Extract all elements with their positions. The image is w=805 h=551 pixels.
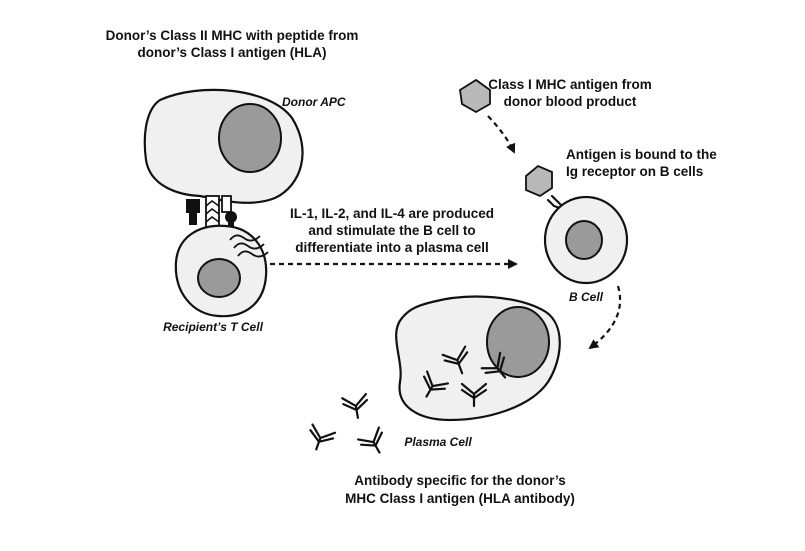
class1-antigen-label-line2: donor blood product	[504, 94, 637, 109]
b-cell	[543, 195, 629, 285]
donor-apc-label: Donor APC	[282, 95, 346, 109]
top-title-line2: donor’s Class I antigen (HLA)	[137, 45, 326, 60]
t-cell-nucleus	[197, 258, 241, 298]
arrow-bcell-to-plasma	[588, 285, 622, 350]
b-cell-label: B Cell	[569, 290, 604, 304]
plasma-cell-label: Plasma Cell	[404, 435, 472, 449]
costim-molecule-left	[186, 199, 200, 213]
mhc-tcr-complex	[186, 195, 237, 234]
cytokine-text-line1: IL-1, IL-2, and IL-4 are produced	[290, 206, 494, 221]
donor-apc-cell	[143, 88, 304, 204]
plasma-nucleus	[486, 306, 550, 378]
apc-nucleus	[218, 103, 282, 173]
antibody-label-line2: MHC Class I antigen (HLA antibody)	[345, 491, 575, 506]
top-title-line1: Donor’s Class II MHC with peptide from	[106, 28, 359, 43]
antigen-bound-label-line1: Antigen is bound to the	[566, 147, 717, 162]
class1-antigen-hexagon	[459, 78, 491, 114]
costim-molecule-right	[225, 211, 237, 223]
antibody-label-line1: Antibody specific for the donor’s	[354, 473, 566, 488]
antibodies-inside	[423, 345, 507, 408]
recipient-t-cell-label: Recipient’s T Cell	[163, 320, 263, 334]
recipient-t-cell	[174, 224, 269, 318]
b-cell-nucleus	[565, 220, 603, 260]
cytokine-text-line3: differentiate into a plasma cell	[295, 240, 489, 255]
antigen-bound-label-line2: Ig receptor on B cells	[566, 164, 703, 179]
arrow-antigen-to-bcell	[487, 115, 516, 154]
plasma-cell	[395, 295, 561, 422]
cytokine-text-line2: and stimulate the B cell to	[308, 223, 475, 238]
antibodies-secreted	[309, 392, 383, 454]
bound-antigen-hexagon	[525, 164, 553, 198]
class1-antigen-label-line1: Class I MHC antigen from	[488, 77, 652, 92]
